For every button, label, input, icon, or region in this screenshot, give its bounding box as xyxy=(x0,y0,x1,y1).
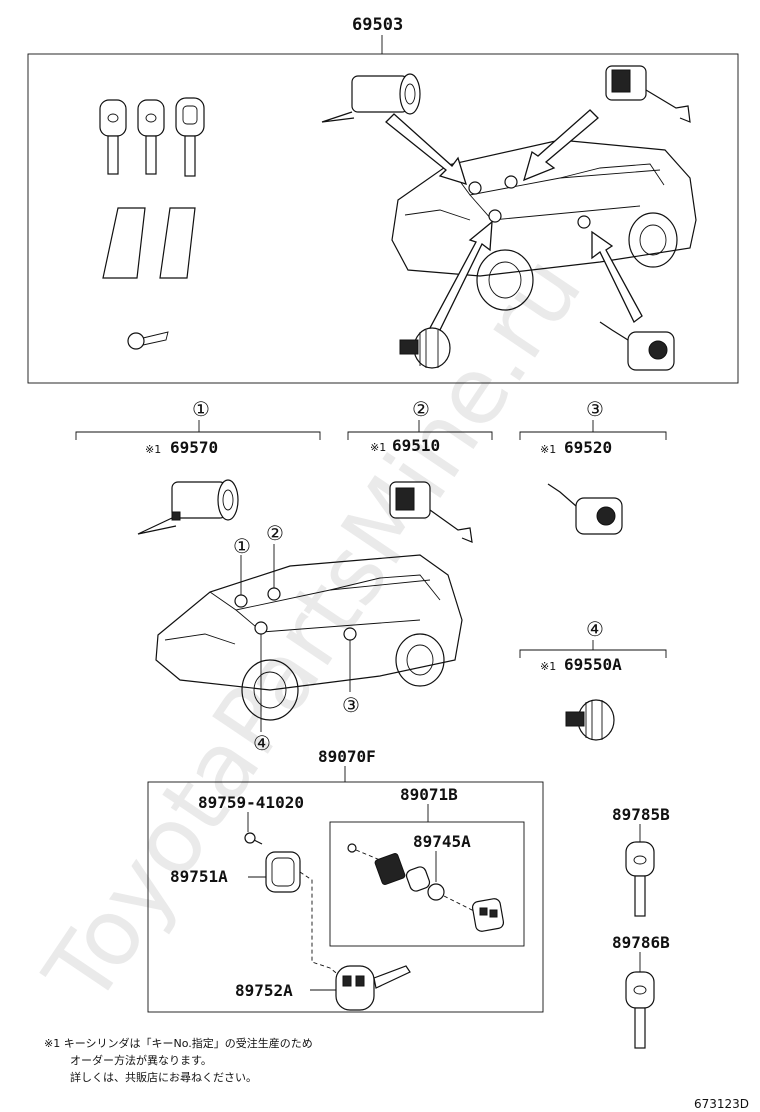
car-marker-4: ④ xyxy=(253,731,271,755)
battery-part-number[interactable]: 89745A xyxy=(413,832,471,851)
screw-icon xyxy=(244,832,263,845)
footnote-line-3: 詳しくは、共販店にお尋ねください。 xyxy=(70,1070,257,1084)
option-2-asterisk: ※1 xyxy=(370,441,386,454)
option-1-marker: ① xyxy=(192,397,210,421)
option-2: ② ※1 69510 xyxy=(347,397,493,543)
location-dot xyxy=(343,627,357,641)
car-marker-3: ③ xyxy=(342,693,360,717)
key-housing-icon xyxy=(265,851,301,893)
illustration-number: 673123D xyxy=(694,1097,749,1111)
ignition-cylinder-icon xyxy=(321,73,421,123)
location-dot xyxy=(488,209,502,223)
option-4-part-number[interactable]: 69550A xyxy=(564,655,622,674)
key-icon xyxy=(625,971,655,1049)
footnote-line-1: ※1 キーシリンダは「キーNo.指定」の受注生産のため xyxy=(44,1036,313,1050)
option-3-part-number[interactable]: 69520 xyxy=(564,438,612,457)
option-4-asterisk: ※1 xyxy=(540,660,556,673)
location-dot xyxy=(254,621,268,635)
key-plate-right xyxy=(159,207,196,279)
top-group-part-number[interactable]: 69503 xyxy=(352,15,403,35)
transmitter-part-number[interactable]: 89071B xyxy=(400,785,458,804)
loose-key-2: 89786B xyxy=(612,933,670,1049)
transmitter-parts-icon xyxy=(347,843,505,932)
watermark: ToyotaPartsMine.ru xyxy=(24,237,602,1023)
key-plate-left xyxy=(102,207,146,279)
loose-key-1: 89785B xyxy=(612,805,670,917)
door-lock-cylinder-icon xyxy=(599,321,675,371)
hatch-cylinder-icon xyxy=(399,327,451,369)
option-3: ③ ※1 69520 xyxy=(519,397,667,535)
arrow-icon xyxy=(429,220,493,335)
option-3-marker: ③ xyxy=(586,397,604,421)
option-3-asterisk: ※1 xyxy=(540,443,556,456)
location-dot xyxy=(468,181,482,195)
option-4-marker: ④ xyxy=(586,617,604,641)
key-icon xyxy=(99,99,127,175)
key-part-number[interactable]: 89752A xyxy=(235,981,293,1000)
screw-part-number[interactable]: 89759-41020 xyxy=(198,793,304,812)
loose-key-2-part-number[interactable]: 89786B xyxy=(612,933,670,952)
transmitter-frame xyxy=(329,821,525,947)
option-2-part-number[interactable]: 69510 xyxy=(392,436,440,455)
footnote-line-2: オーダー方法が異なります。 xyxy=(70,1053,212,1067)
option-1: ① ※1 69570 xyxy=(75,397,321,535)
key-icon xyxy=(137,99,165,175)
car-marker-2: ② xyxy=(266,521,284,545)
footnote: ※1 キーシリンダは「キーNo.指定」の受注生産のため オーダー方法が異なります… xyxy=(44,1036,313,1084)
arrow-icon xyxy=(385,113,467,185)
location-dot xyxy=(504,175,518,189)
ignition-cylinder-icon xyxy=(137,479,239,535)
door-cylinder-icon xyxy=(605,65,691,123)
location-dot xyxy=(234,594,248,608)
option-1-asterisk: ※1 xyxy=(145,443,161,456)
car-location-illustration: ① ② ③ ④ xyxy=(155,521,463,755)
key-set-group: 89070F 89759-41020 89751A 89752A 89071B … xyxy=(147,747,544,1013)
option-4: ④ ※1 69550A xyxy=(519,617,667,741)
housing-part-number[interactable]: 89751A xyxy=(170,867,228,886)
key-set-frame xyxy=(147,781,544,1013)
option-2-marker: ② xyxy=(412,397,430,421)
remote-key-icon xyxy=(335,965,411,1011)
key-icon xyxy=(625,841,655,917)
hatch-cylinder-icon xyxy=(565,699,615,741)
location-dot xyxy=(577,215,591,229)
car-marker-1: ① xyxy=(233,534,251,558)
loose-key-1-part-number[interactable]: 89785B xyxy=(612,805,670,824)
location-dot xyxy=(267,587,281,601)
top-group-frame xyxy=(27,53,739,384)
option-1-part-number[interactable]: 69570 xyxy=(170,438,218,457)
glove-box-cylinder-icon xyxy=(389,481,473,543)
keys-illustration xyxy=(99,97,205,177)
top-group: 69503 xyxy=(27,15,739,384)
clip-icon xyxy=(127,331,169,350)
door-lock-cylinder-icon xyxy=(547,483,623,535)
arrow-icon xyxy=(523,109,599,182)
arrow-icon xyxy=(591,230,643,323)
key-icon xyxy=(175,97,205,177)
key-set-part-number[interactable]: 89070F xyxy=(318,747,376,766)
